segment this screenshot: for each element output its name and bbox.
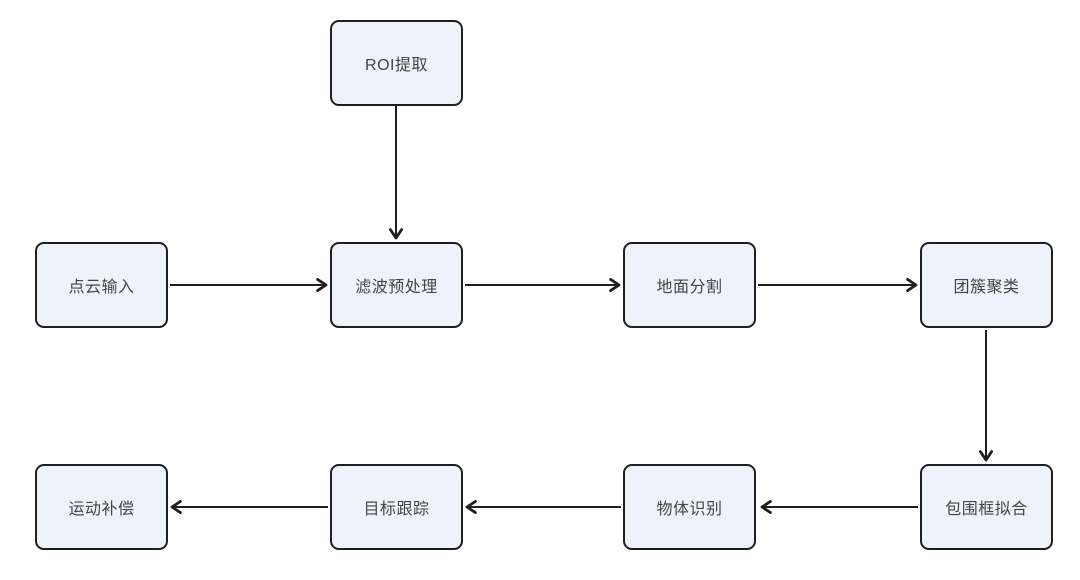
node-label: 运动补偿 [68, 501, 135, 518]
node-label: 物体识别 [656, 501, 723, 518]
node-label: 滤波预处理 [355, 279, 438, 296]
node-label: ROI提取 [365, 57, 428, 74]
node-label: 地面分割 [656, 279, 723, 296]
node-label: 目标跟踪 [363, 501, 430, 518]
node-label: 团簇聚类 [953, 279, 1020, 296]
node-label: 点云输入 [68, 279, 135, 296]
node-object-recognition: 物体识别 [623, 464, 756, 550]
node-clustering: 团簇聚类 [920, 242, 1053, 328]
node-label: 包围框拟合 [945, 501, 1028, 518]
node-roi-extraction: ROI提取 [330, 20, 463, 106]
node-target-tracking: 目标跟踪 [330, 464, 463, 550]
node-filter-preprocess: 滤波预处理 [330, 242, 463, 328]
node-pointcloud-input: 点云输入 [35, 242, 168, 328]
node-ground-segmentation: 地面分割 [623, 242, 756, 328]
node-motion-compensation: 运动补偿 [35, 464, 168, 550]
node-bounding-box-fitting: 包围框拟合 [920, 464, 1053, 550]
